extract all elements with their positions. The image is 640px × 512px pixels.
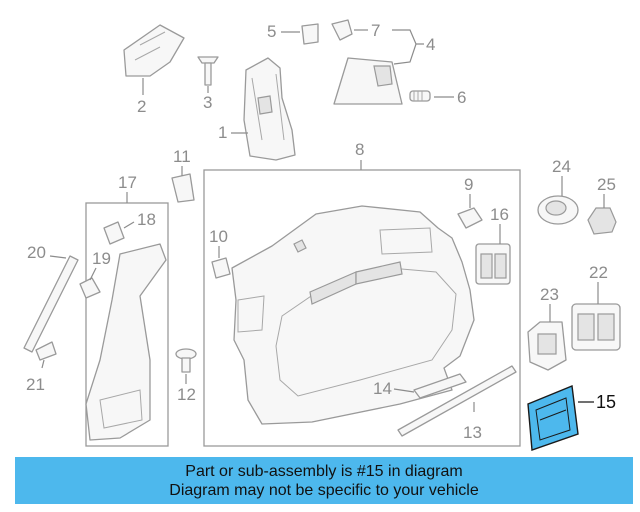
part-12-push-pin[interactable] [175, 348, 197, 373]
callout-19: 19 [92, 249, 111, 268]
callout-15[interactable]: 15 [596, 392, 616, 412]
part-6-screw[interactable] [409, 90, 431, 102]
frame-group-8 [203, 169, 521, 447]
leader-14 [393, 388, 415, 393]
callout-23: 23 [540, 285, 559, 304]
callout-25: 25 [597, 175, 616, 194]
banner-line-2: Diagram may not be specific to your vehi… [169, 481, 479, 499]
leader-20 [49, 255, 67, 259]
part-18-clip[interactable] [103, 221, 125, 245]
callout-12: 12 [177, 385, 196, 404]
callout-3: 3 [203, 93, 212, 112]
part-3-clip[interactable] [197, 56, 219, 86]
part-24-power-outlet[interactable] [537, 195, 579, 225]
leader-4 [392, 29, 424, 65]
banner-line-1: Part or sub-assembly is #15 in diagram [185, 462, 463, 480]
callout-9: 9 [464, 175, 473, 194]
part-19-clip[interactable] [79, 277, 101, 299]
part-10-clip[interactable] [211, 257, 231, 279]
callout-7: 7 [371, 21, 380, 40]
part-16-switch[interactable] [475, 243, 511, 285]
callout-24: 24 [552, 157, 571, 176]
part-23-housing[interactable] [527, 321, 567, 371]
part-4-lamp-housing[interactable] [333, 57, 403, 105]
callout-13: 13 [463, 423, 482, 442]
callout-11: 11 [173, 147, 191, 166]
callout-16: 16 [490, 205, 509, 224]
part-21-clip[interactable] [35, 341, 57, 361]
part-9-clip[interactable] [457, 207, 483, 229]
callout-20: 20 [27, 243, 46, 262]
part-11-clip[interactable] [171, 173, 195, 203]
part-13-trim-strip[interactable] [397, 365, 517, 437]
leader-21 [41, 359, 45, 369]
callout-21: 21 [26, 375, 45, 394]
part-15-highlighted-panel[interactable] [527, 385, 579, 451]
callout-18: 18 [137, 210, 156, 229]
callout-2: 2 [137, 97, 146, 116]
part-25-outlet-cap[interactable] [587, 207, 617, 235]
callout-8: 8 [355, 140, 364, 159]
callout-17: 17 [118, 173, 137, 192]
part-8-quarter-trim-panel[interactable] [231, 205, 475, 425]
part-5-clip[interactable] [301, 23, 319, 45]
part-1-pillar-trim[interactable] [243, 57, 296, 161]
part-14-sill-plate[interactable] [413, 373, 467, 399]
part-17-lower-pillar-trim[interactable] [85, 243, 167, 441]
callout-10: 10 [209, 227, 228, 246]
info-banner: Part or sub-assembly is #15 in diagram D… [15, 457, 633, 504]
part-2-bracket[interactable] [123, 24, 185, 77]
leader-18 [123, 221, 135, 229]
callout-1: 1 [218, 123, 227, 142]
callout-4: 4 [426, 35, 435, 54]
callout-14: 14 [373, 379, 392, 398]
callout-22: 22 [589, 263, 608, 282]
part-7-clip[interactable] [331, 19, 353, 41]
callout-5: 5 [267, 22, 276, 41]
part-22-switch[interactable] [571, 303, 621, 351]
leader-19 [89, 267, 97, 281]
part-20-trim-strip[interactable] [23, 255, 79, 353]
callout-6: 6 [457, 88, 466, 107]
